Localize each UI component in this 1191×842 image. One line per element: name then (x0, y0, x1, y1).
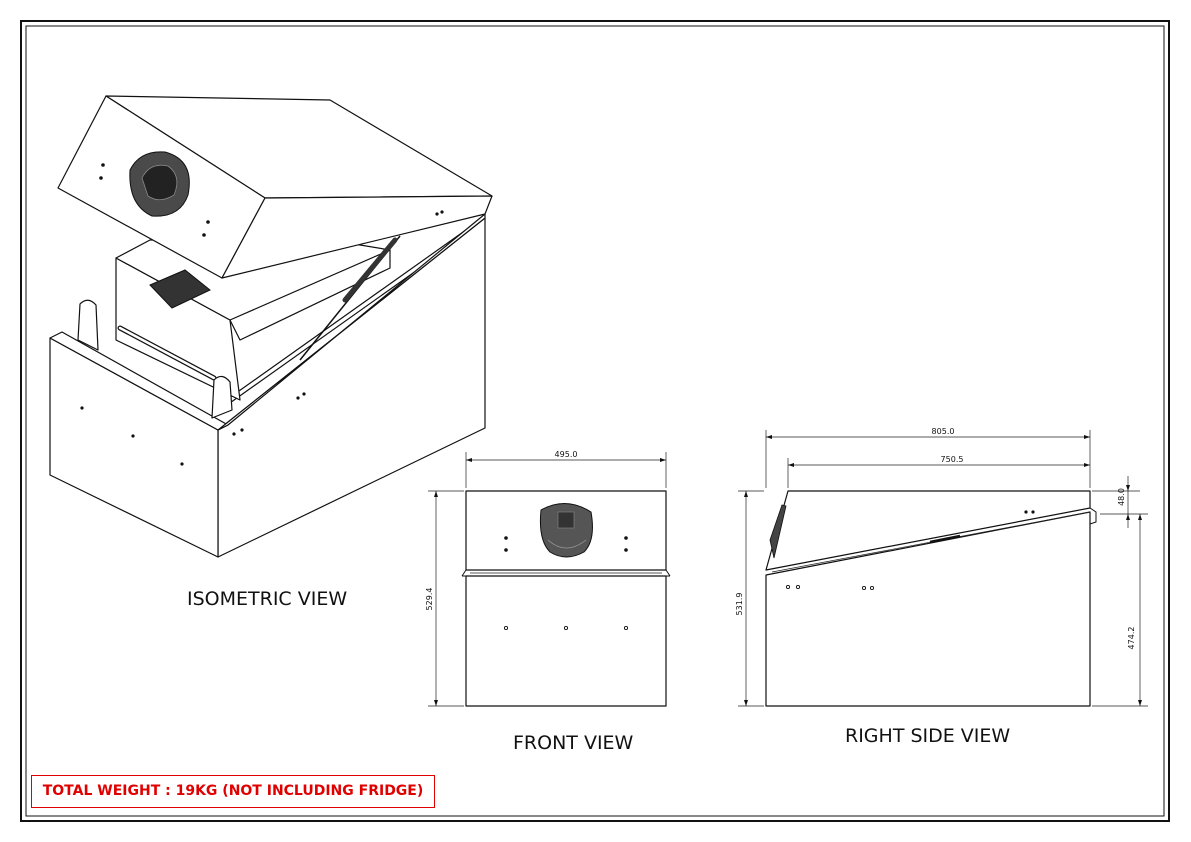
front-body (465, 575, 667, 707)
inner-border (25, 25, 1165, 817)
isometric-view-label: ISOMETRIC VIEW (187, 588, 348, 610)
dim-side-lid-offset: 48.0 (1117, 488, 1126, 506)
dim-side-rear-height: 474.2 (1127, 627, 1136, 650)
iso-rivets (80, 163, 444, 466)
isometric-drawing (49, 95, 493, 558)
side-body (765, 511, 1091, 707)
dim-side-height: 531.9 (735, 593, 744, 616)
iso-vent (149, 269, 211, 309)
dim-front-width: 495.0 (555, 450, 578, 459)
latch-icon (129, 151, 190, 217)
side-drawing: 805.0 750.5 531.9 474.2 48.0 (735, 427, 1148, 707)
front-view-label: FRONT VIEW (513, 732, 634, 754)
total-weight-note: TOTAL WEIGHT : 19KG (NOT INCLUDING FRIDG… (31, 775, 435, 808)
dim-side-length: 805.0 (932, 427, 955, 436)
outer-border (20, 20, 1170, 822)
dim-front-height: 529.4 (425, 588, 434, 611)
front-drawing: 495.0 529.4 (425, 450, 671, 707)
right-side-view-label: RIGHT SIDE VIEW (845, 725, 1011, 747)
latch-icon (539, 503, 593, 558)
dim-side-inner-length: 750.5 (941, 455, 964, 464)
